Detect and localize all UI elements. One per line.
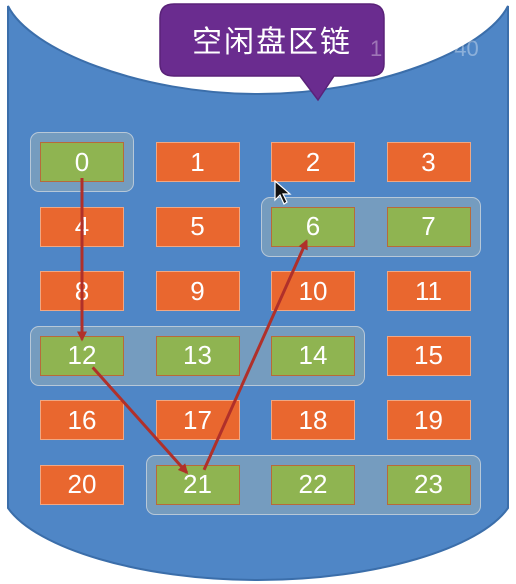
used-block: 11 (386, 271, 471, 311)
used-block: 2 (271, 142, 355, 182)
faded-overlay-text: 1 40 (370, 36, 479, 62)
free-block: 23 (386, 464, 471, 505)
used-block: 15 (386, 335, 471, 376)
faded-text-left: 1 (370, 36, 383, 61)
faded-text-right: 40 (454, 36, 479, 61)
mouse-pointer-icon (274, 180, 292, 205)
title-callout (159, 3, 385, 102)
used-block: 9 (155, 271, 240, 311)
free-block: 6 (271, 206, 355, 247)
free-block: 0 (40, 142, 124, 182)
used-block: 5 (155, 206, 240, 247)
used-block: 18 (271, 400, 355, 440)
used-block: 10 (271, 271, 355, 311)
callout-title: 空闲盘区链 (192, 25, 352, 60)
free-block: 7 (386, 206, 471, 247)
used-block: 19 (386, 400, 471, 440)
free-block: 22 (271, 464, 355, 505)
chain-arrow (202, 239, 308, 471)
used-block: 3 (386, 142, 471, 182)
used-block: 16 (40, 400, 124, 440)
free-block: 12 (40, 335, 124, 376)
used-block: 20 (40, 464, 124, 505)
free-block: 14 (271, 335, 355, 376)
chain-arrow (91, 366, 189, 475)
free-block: 13 (155, 335, 240, 376)
used-block: 1 (155, 142, 240, 182)
